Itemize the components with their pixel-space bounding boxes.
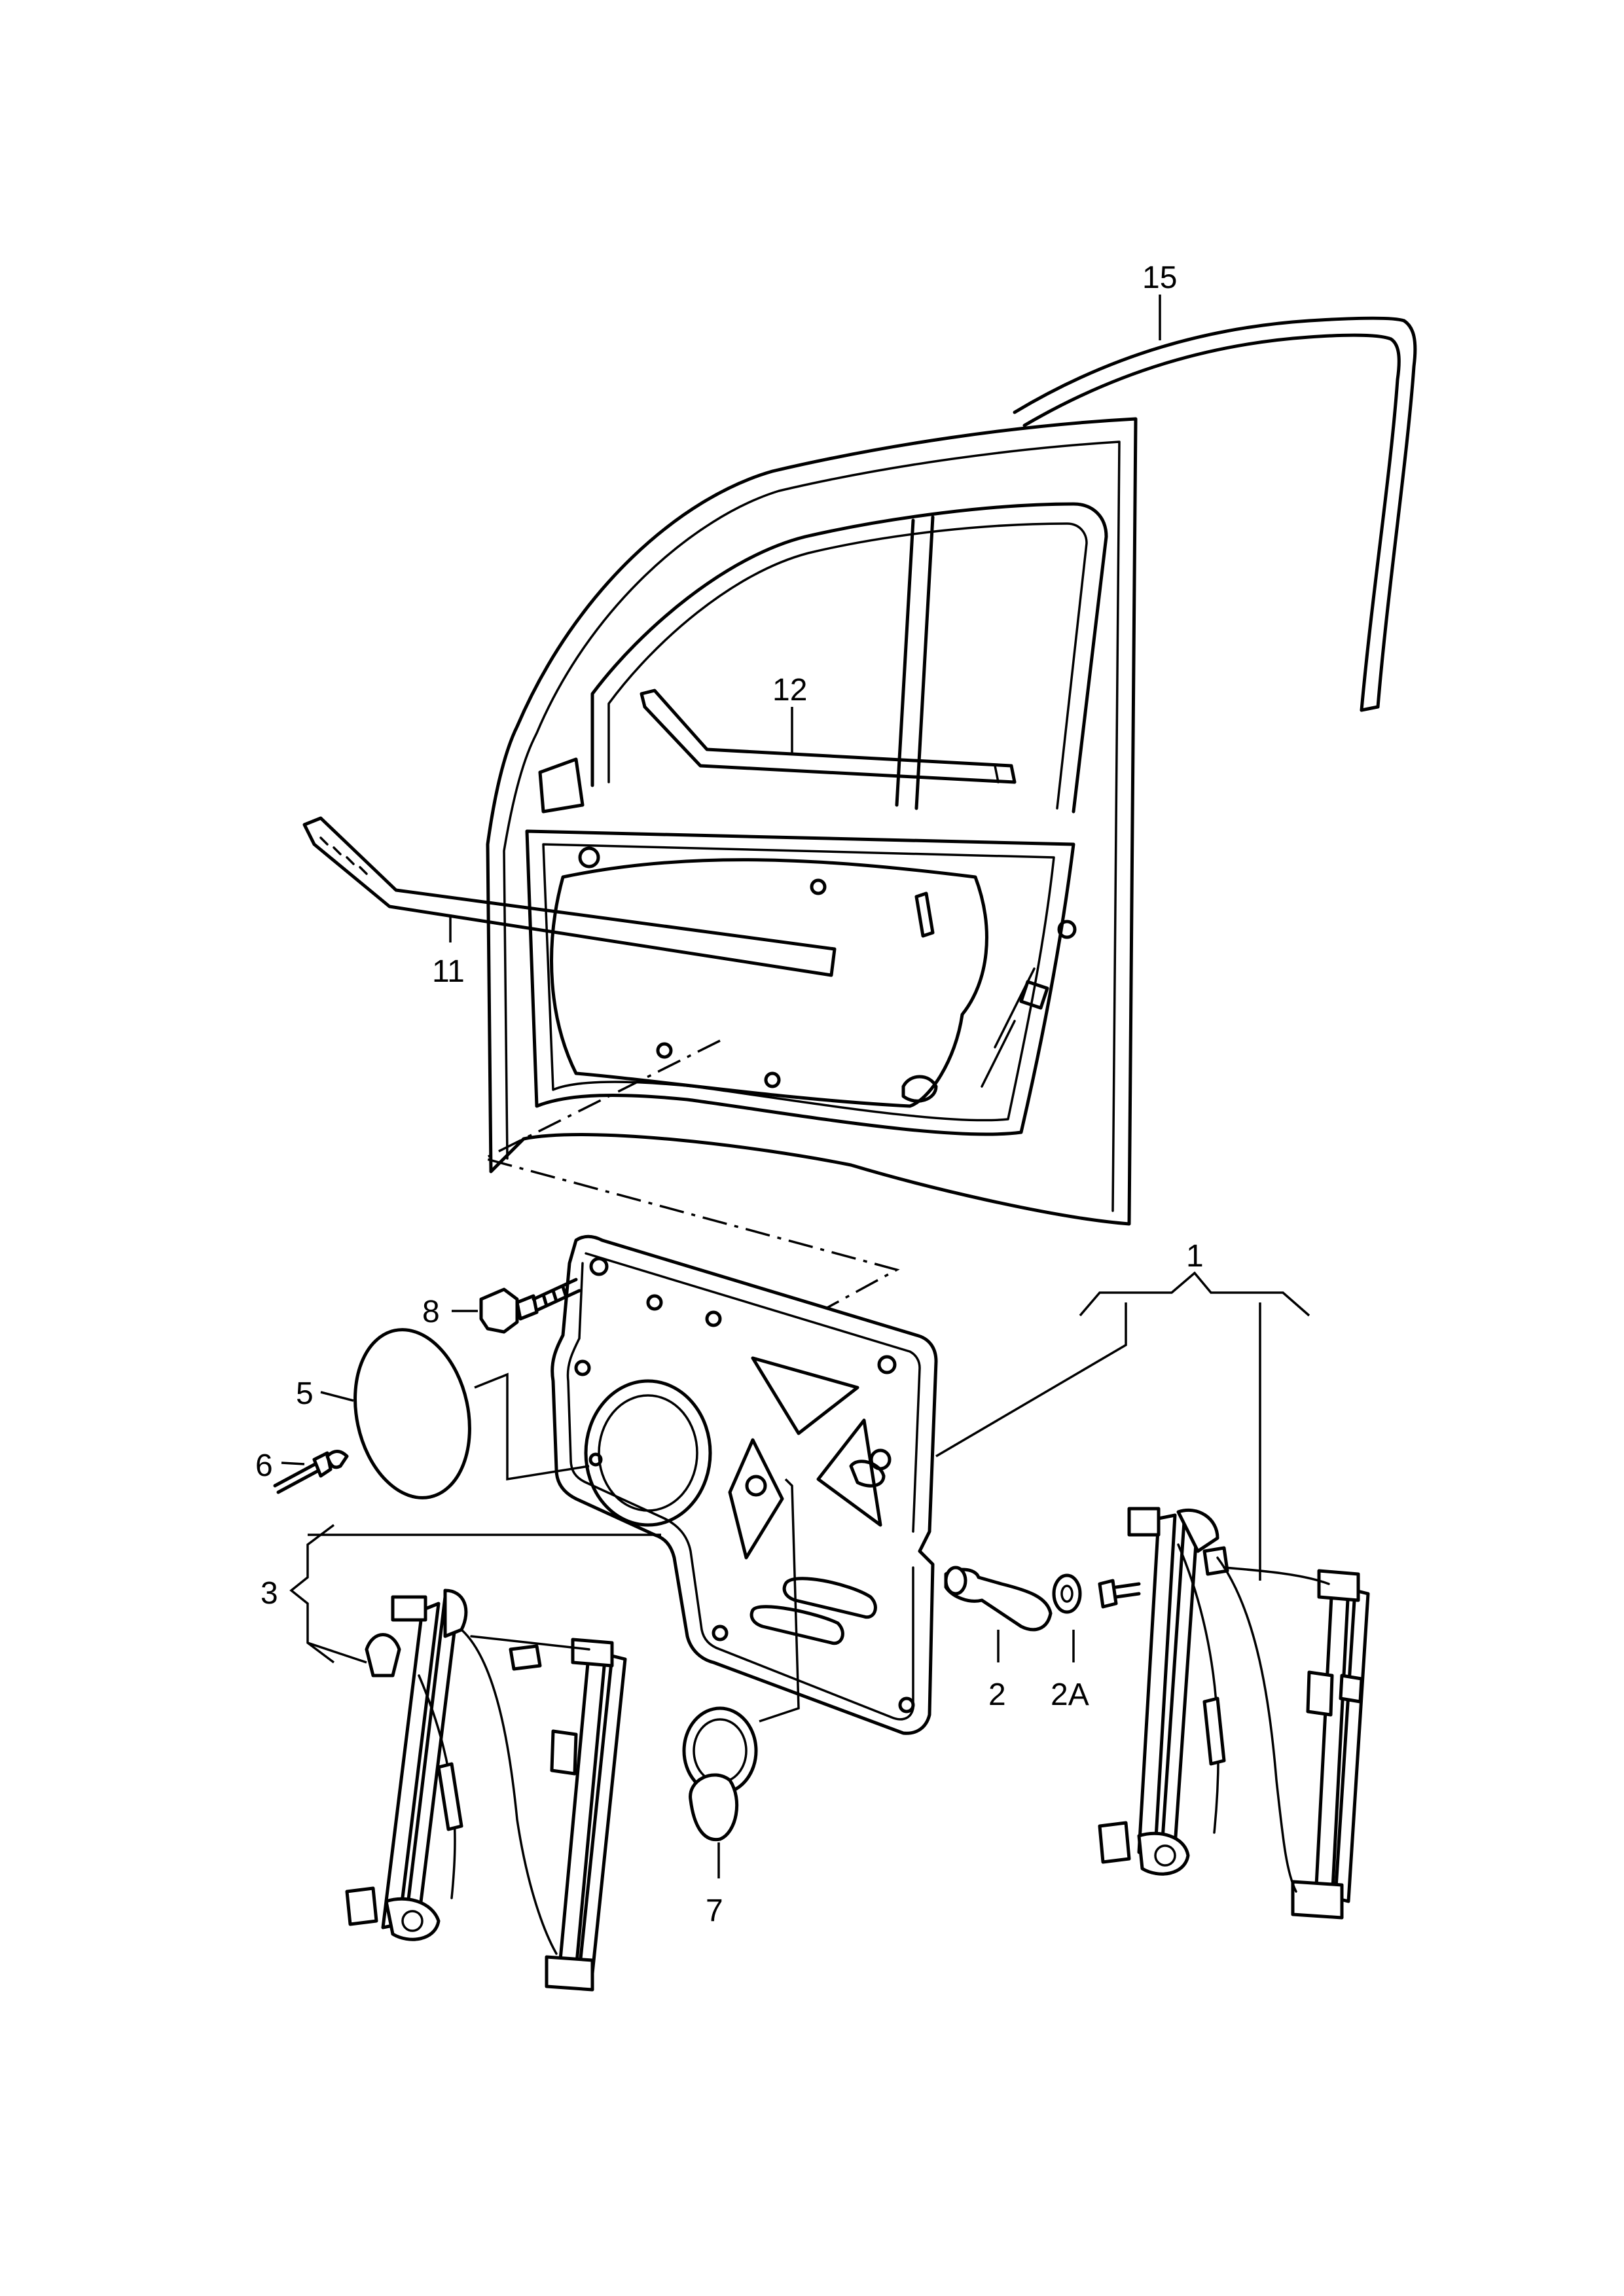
- door-shell: [486, 417, 1138, 1226]
- callout-2: 2: [988, 1677, 1006, 1712]
- window-strip-12: [640, 689, 1017, 784]
- crank-handle-2: [944, 1566, 1053, 1632]
- callout-12: 12: [772, 673, 807, 708]
- window-regulator-right-1: [935, 1271, 1370, 1920]
- callout-1: 1: [1186, 1239, 1204, 1274]
- callout-6: 6: [255, 1448, 273, 1483]
- rivet-6: [273, 1450, 349, 1494]
- callout-5: 5: [296, 1376, 314, 1411]
- callout-3: 3: [261, 1576, 278, 1611]
- window-seal-15: [1013, 316, 1417, 712]
- callout-15: 15: [1142, 260, 1177, 295]
- seal-plug-7: [682, 1478, 800, 1842]
- callout-2a: 2A: [1051, 1677, 1089, 1712]
- callout-7: 7: [706, 1893, 723, 1928]
- exploded-view-line-panel: [481, 1039, 900, 1310]
- window-strip-11: [302, 816, 837, 977]
- callout-11: 11: [432, 954, 465, 989]
- assembly-carrier-panel: [550, 1234, 938, 1735]
- window-regulator-left-3: [289, 1524, 661, 1992]
- leader-6: [281, 1462, 305, 1465]
- bolt-8: [479, 1278, 581, 1334]
- leader-5: [320, 1391, 354, 1402]
- washer-2a: [1052, 1573, 1141, 1614]
- cover-foil-5: [353, 1328, 590, 1499]
- callout-8: 8: [422, 1295, 440, 1329]
